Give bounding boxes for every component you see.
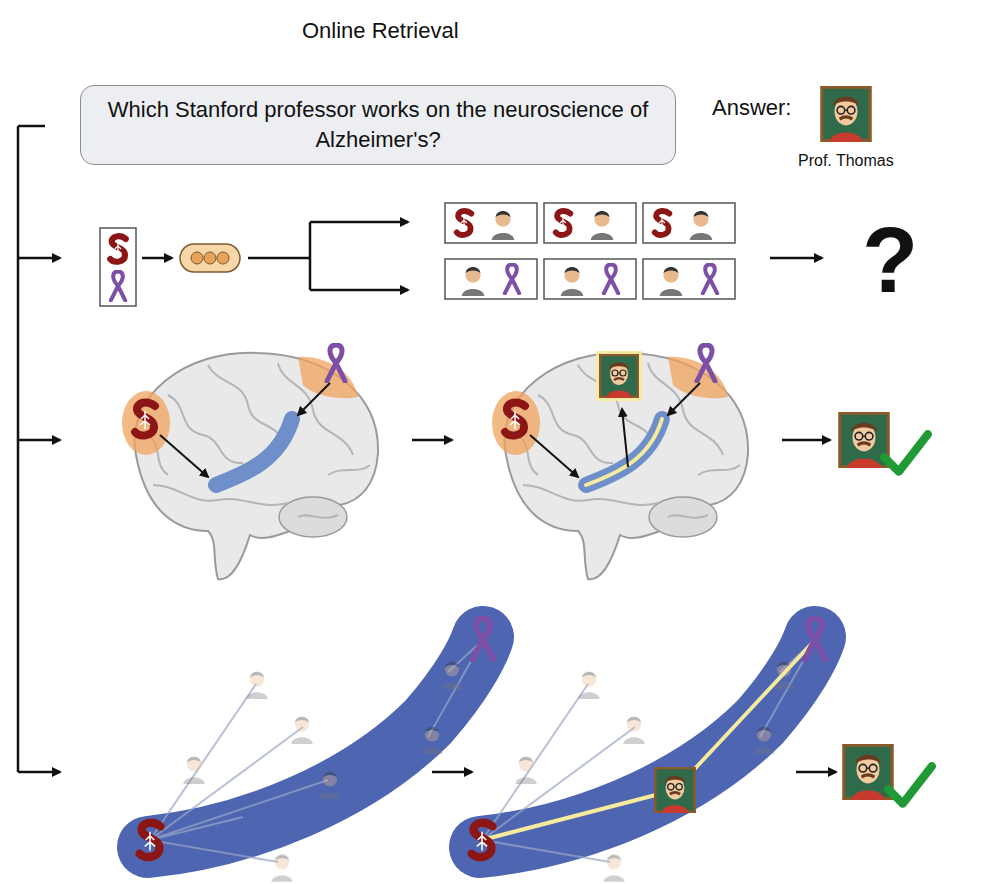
diagram-title: Online Retrieval [302, 18, 459, 44]
unknown-mark: ? [862, 210, 918, 311]
answer-icon [822, 87, 870, 142]
branch-bracket [18, 126, 60, 772]
graph-row [140, 618, 932, 882]
question-text: Which Stanford professor works on the ne… [100, 95, 656, 155]
hippocampus-row [122, 345, 928, 579]
answer-name: Prof. Thomas [798, 152, 894, 170]
question-box: Which Stanford professor works on the ne… [80, 85, 676, 165]
embedding-row [100, 203, 822, 306]
answer-label: Answer: [712, 96, 791, 120]
